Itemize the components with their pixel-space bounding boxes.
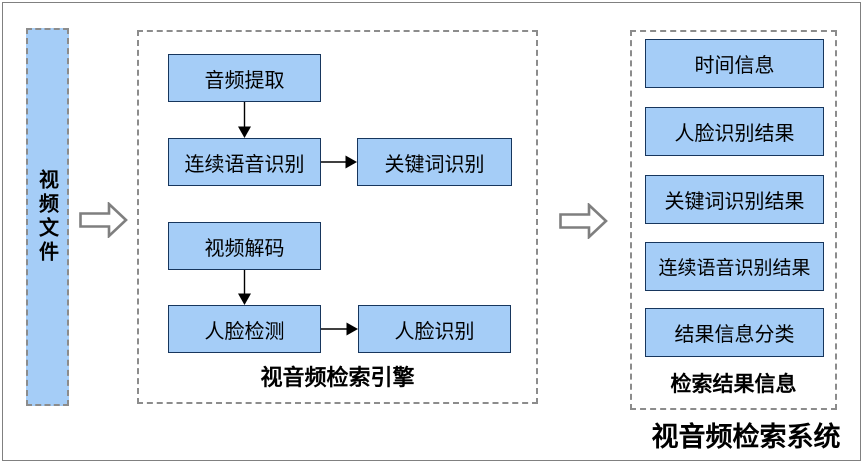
node-speech-recognition: 连续语音识别: [168, 138, 321, 186]
results-caption: 检索结果信息: [670, 371, 797, 396]
node-audio-extract: 音频提取: [168, 54, 321, 102]
node-result-classification: 结果信息分类: [645, 308, 824, 357]
node-face-detection-label: 人脸检测: [204, 318, 285, 343]
outer-frame: [2, 2, 861, 461]
video-file-source-box: 视频文件: [26, 28, 69, 406]
node-result-classification-label: 结果信息分类: [674, 322, 795, 346]
node-keyword-recognition-label: 关键词识别: [384, 151, 485, 176]
node-keyword-recognition-result-label: 关键词识别结果: [664, 189, 805, 213]
video-file-label: 视频文件: [35, 169, 60, 265]
node-video-decode: 视频解码: [168, 222, 321, 270]
node-face-detection: 人脸检测: [168, 305, 321, 353]
results-panel: [630, 30, 837, 410]
engine-panel: [137, 30, 538, 404]
node-video-decode-label: 视频解码: [204, 235, 285, 260]
engine-caption: 视音频检索引擎: [260, 365, 415, 391]
node-face-recognition-result-label: 人脸识别结果: [674, 121, 795, 145]
node-keyword-recognition-result: 关键词识别结果: [645, 175, 824, 224]
node-keyword-recognition: 关键词识别: [357, 138, 512, 186]
node-time-info-label: 时间信息: [694, 53, 775, 77]
node-face-recognition-label: 人脸识别: [394, 318, 475, 343]
node-speech-recognition-result-label: 连续语音识别结果: [658, 257, 811, 279]
node-speech-recognition-result: 连续语音识别结果: [645, 242, 824, 291]
node-time-info: 时间信息: [645, 39, 824, 88]
node-face-recognition-result: 人脸识别结果: [645, 107, 824, 156]
node-speech-recognition-label: 连续语音识别: [184, 151, 305, 176]
system-title: 视音频检索系统: [651, 422, 841, 453]
node-audio-extract-label: 音频提取: [204, 67, 285, 92]
node-face-recognition: 人脸识别: [358, 305, 511, 353]
